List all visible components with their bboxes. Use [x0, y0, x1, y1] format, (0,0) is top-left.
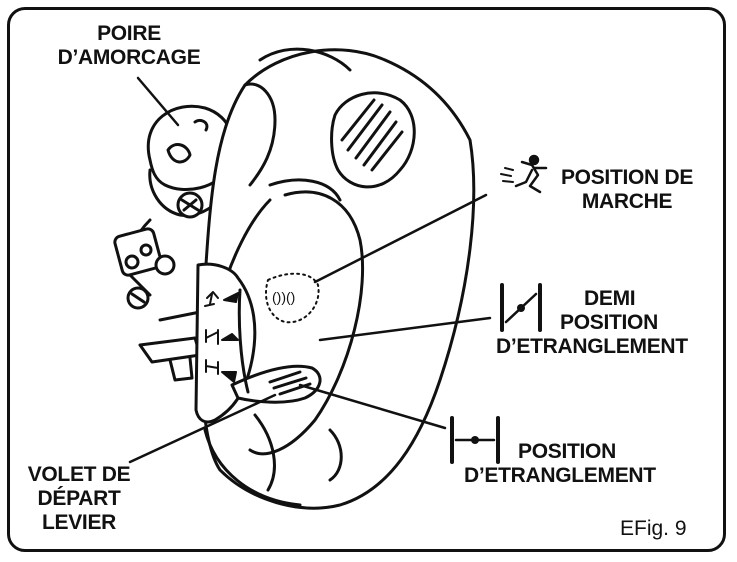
figure-number: EFig. 9 [620, 517, 687, 540]
choke-lever [230, 288, 322, 404]
figure-frame [7, 7, 726, 552]
half-choke-label: DEMI POSITION D’ETRANGLEMENT [496, 287, 726, 359]
plate-full-choke-icon [205, 359, 219, 375]
run-position-label: POSITION DE MARCHE [548, 166, 706, 214]
full-choke-label-line1: POSITION [518, 440, 616, 463]
run-leader [313, 193, 488, 284]
plate-icons [204, 291, 239, 383]
primer-bulb [146, 104, 235, 217]
run-arrow [223, 292, 239, 303]
leader-lines [128, 76, 492, 464]
full-choke-icon [450, 416, 500, 464]
half-choke-label-line3: D’ETRANGLEMENT [496, 335, 688, 358]
half-choke-arrow [221, 333, 239, 341]
plate-run-icon [204, 291, 219, 307]
run-icon [500, 154, 548, 194]
choke-lever-label-line2: DÉPART [37, 487, 121, 510]
full-choke-label: POSITION D’ETRANGLEMENT [420, 440, 720, 488]
full-choke-leader [298, 383, 447, 430]
choke-lever-label: VOLET DE DÉPART LEVIER [8, 463, 150, 535]
half-choke-label-line2: POSITION [560, 311, 658, 334]
carburetor-linkage [113, 191, 204, 382]
primer-bulb-label-line2: D’AMORCAGE [57, 46, 201, 69]
run-detent [265, 272, 320, 324]
lever-leader [128, 393, 277, 464]
run-position-label-line2: MARCHE [581, 190, 673, 213]
choke-lever-label-line3: LEVIER [41, 511, 117, 534]
half-choke-icon [500, 283, 542, 332]
plate-half-choke-icon [205, 329, 219, 345]
run-position-label-line1: POSITION DE [560, 166, 694, 189]
primer-leader [136, 76, 180, 127]
full-choke-arrow [221, 371, 237, 383]
choke-lever-label-line1: VOLET DE [27, 463, 131, 486]
full-choke-label-line2: D’ETRANGLEMENT [464, 464, 656, 487]
half-choke-leader [318, 316, 492, 342]
primer-bulb-label-line1: POIRE [97, 22, 161, 45]
primer-bulb-label: POIRE D’AMORCAGE [34, 22, 224, 70]
half-choke-label-line1: DEMI [584, 287, 636, 310]
detent-marks: ())() [272, 289, 295, 305]
